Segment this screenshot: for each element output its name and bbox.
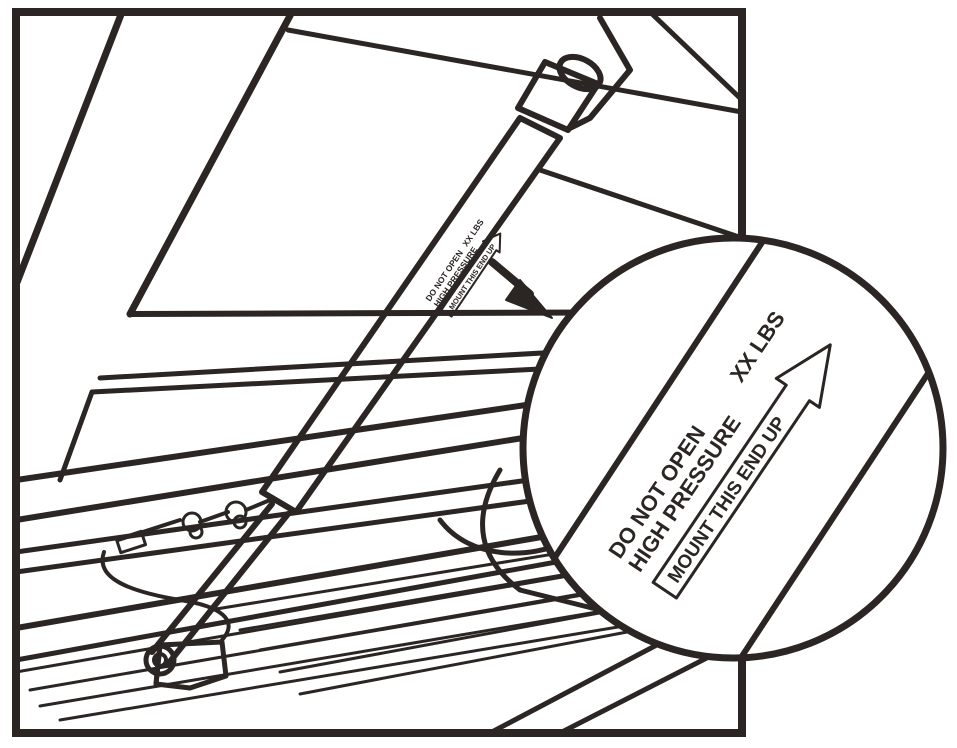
callout-ring — [519, 234, 947, 662]
up-arrow-icon — [651, 343, 832, 600]
gas-strut — [149, 15, 633, 667]
strut-up-arrow-icon — [440, 232, 502, 318]
magnified-callout: DO NOT OPEN HIGH PRESSURE XX LBS MOUNT T… — [519, 234, 947, 662]
arrow-down-right-icon — [488, 258, 553, 319]
bed-side-rail — [16, 349, 643, 631]
cable-assembly — [100, 498, 272, 642]
